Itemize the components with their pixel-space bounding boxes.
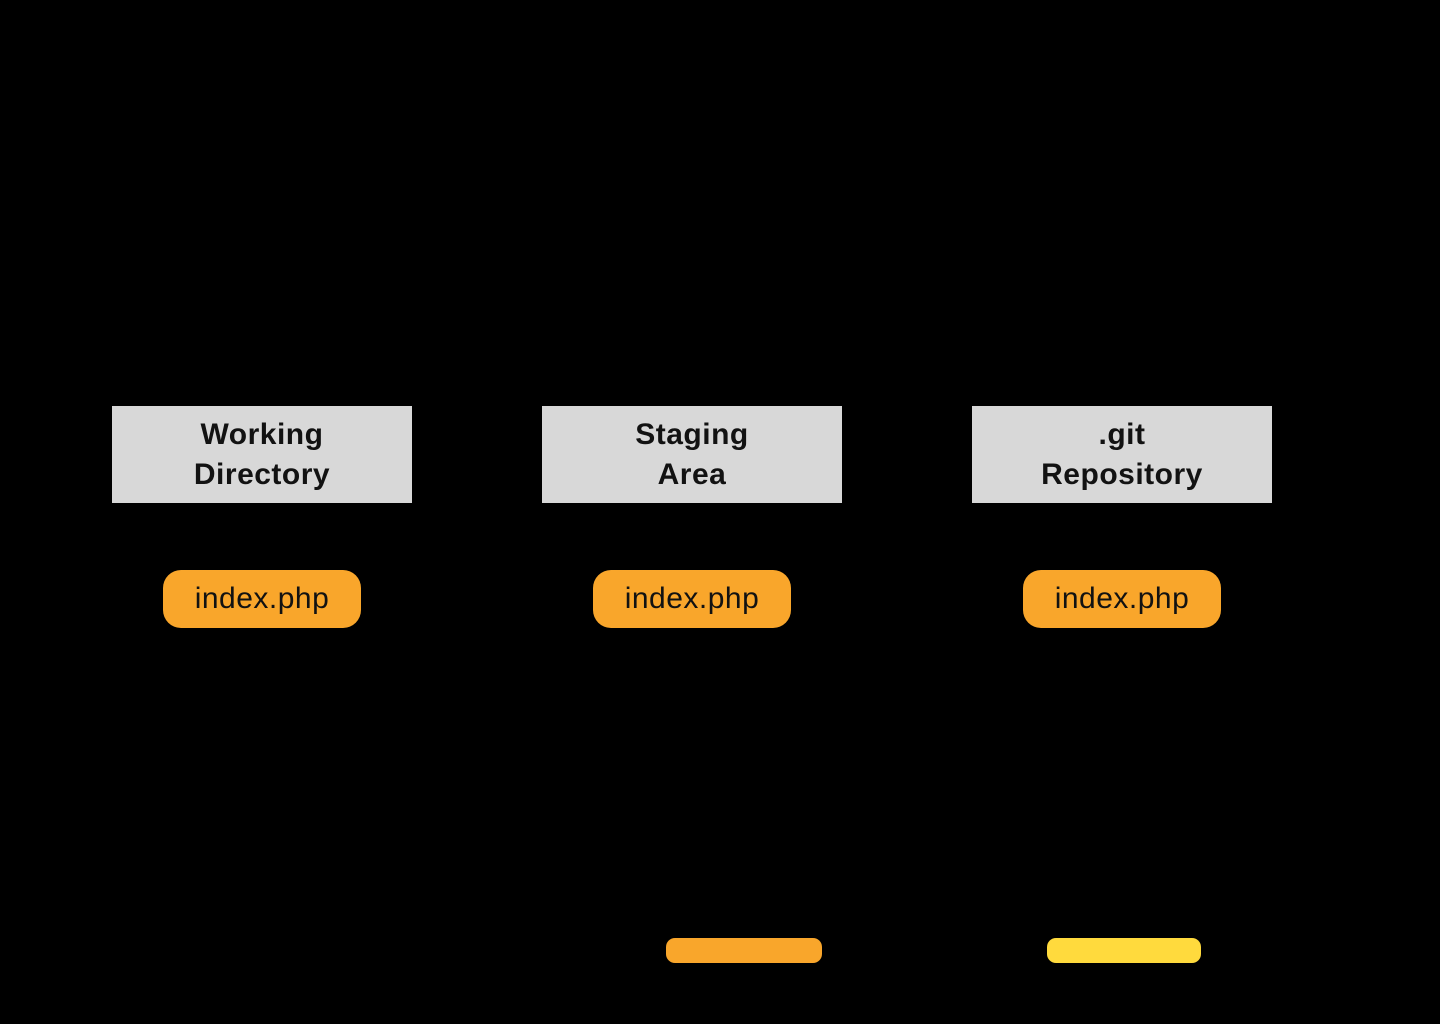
file-pill-label: index.php — [194, 582, 330, 615]
git-repository-label-line1: .git — [1098, 417, 1146, 451]
file-pill-label: index.php — [1054, 582, 1190, 615]
staging-area-file-pill: index.php — [593, 570, 791, 628]
yellow-bar — [1047, 938, 1201, 963]
orange-bar — [666, 938, 822, 963]
working-directory-label-line2: Directory — [193, 457, 331, 491]
git-repository-file-pill: index.php — [1023, 570, 1221, 628]
staging-area-label-line2: Area — [657, 457, 727, 491]
staging-area-box: Staging Area — [542, 406, 842, 503]
file-pill-label: index.php — [624, 582, 760, 615]
staging-area-label-line1: Staging — [635, 417, 749, 451]
git-repository-label-line2: Repository — [1041, 457, 1203, 491]
working-directory-label-line1: Working — [200, 417, 324, 451]
git-repository-box: .git Repository — [972, 406, 1272, 503]
working-directory-box: Working Directory — [112, 406, 412, 503]
working-directory-file-pill: index.php — [163, 570, 361, 628]
